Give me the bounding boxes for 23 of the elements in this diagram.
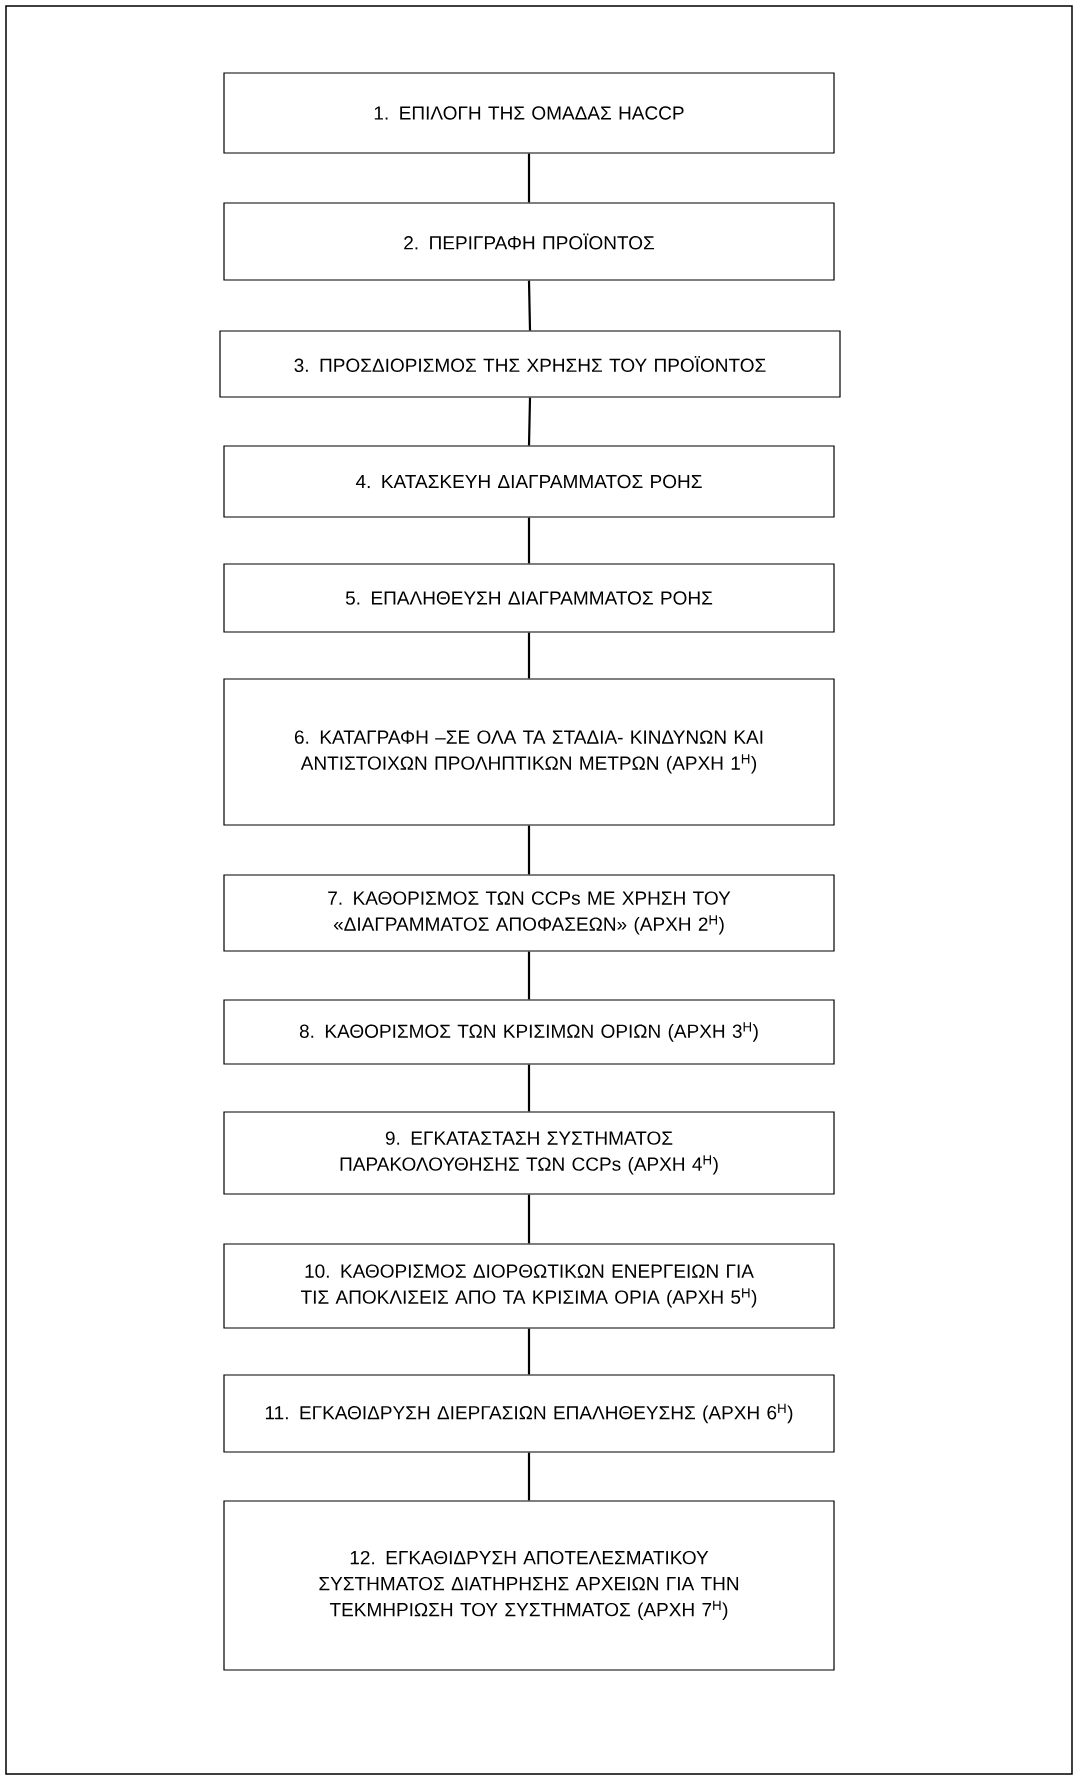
process-box: 5. ΕΠΑΛΗΘΕΥΣΗ ΔΙΑΓΡΑΜΜΑΤΟΣ ΡΟΗΣ [223,563,835,633]
connector-line [527,1064,531,1112]
connector-line [527,825,531,875]
process-box: 7. ΚΑΘΟΡΙΣΜΟΣ ΤΩΝ CCPs ΜΕ ΧΡΗΣΗ ΤΟΥ «ΔΙΑΓΡΑΜΜΑΤΟΣ ΑΠΟΦΑΣΕΩΝ» (ΑΡΧΗ 2$^{Η}$) [223,874,835,952]
connector-line [527,1194,531,1244]
connector-line [527,1452,531,1501]
process-box: 9. ΕΓΚΑΤΑΣΤΑΣΗ ΣΥΣΤΗΜΑΤΟΣ ΠΑΡΑΚΟΛΟΥΘΗΣΗΣ ΤΩΝ CCPs (ΑΡΧΗ 4$^{Η}$) [223,1111,835,1195]
process-box: 4. ΚΑΤΑΣΚΕΥΗ ΔΙΑΓΡΑΜΜΑΤΟΣ ΡΟΗΣ [223,445,835,518]
process-box: 2. ΠΕΡΙΓΡΑΦΗ ΠΡΟΪΟΝΤΟΣ [223,202,835,281]
process-box: 10. ΚΑΘΟΡΙΣΜΟΣ ΔΙΟΡΘΩΤΙΚΩΝ ΕΝΕΡΓΕΙΩΝ ΓΙΑ ΤΙΣ ΑΠΟΚΛΙΣΕΙΣ ΑΠΟ ΤΑ ΚΡΙΣΙΜΑ ΟΡΙΑ (ΑΡΧΗ 5$^{Η}$) [223,1243,835,1329]
process-box: 8. ΚΑΘΟΡΙΣΜΟΣ ΤΩΝ ΚΡΙΣΙΜΩΝ ΟΡΙΩΝ (ΑΡΧΗ 3$^{Η}$) [223,999,835,1065]
connector-line [527,1328,531,1375]
process-box: 11. ΕΓΚΑΘΙΔΡΥΣΗ ΔΙΕΡΓΑΣΙΩΝ ΕΠΑΛΗΘΕΥΣΗΣ (ΑΡΧΗ 6$^{Η}$) [223,1374,835,1453]
connector-line [527,632,531,679]
connector-line [527,153,531,203]
process-box: 12. ΕΓΚΑΘΙΔΡΥΣΗ ΑΠΟΤΕΛΕΣΜΑΤΙΚΟΥ ΣΥΣΤΗΜΑΤΟΣ ΔΙΑΤΗΡΗΣΗΣ ΑΡΧΕΙΩΝ ΓΙΑ ΤΗΝ ΤΕΚΜΗΡΙΩΣΗ ΤΟΥ ΣΥΣΤΗΜΑΤΟΣ (ΑΡΧΗ 7$^{Η}$) [223,1500,835,1671]
connector-line [527,280,532,331]
connector-line [527,951,531,1000]
process-box: 1. ΕΠΙΛΟΓΗ ΤΗΣ ΟΜΑΔΑΣ HACCP [223,72,835,154]
connector-line [527,397,532,446]
connector-line [527,517,531,564]
process-box: 3. ΠΡΟΣΔΙΟΡΙΣΜΟΣ ΤΗΣ ΧΡΗΣΗΣ ΤΟΥ ΠΡΟΪΟΝΤΟΣ [219,330,841,398]
process-box: 6. ΚΑΤΑΓΡΑΦΗ –ΣΕ ΟΛΑ ΤΑ ΣΤΑΔΙΑ- ΚΙΝΔΥΝΩΝ ΚΑΙ ΑΝΤΙΣΤΟΙΧΩΝ ΠΡΟΛΗΠΤΙΚΩΝ ΜΕΤΡΩΝ (ΑΡΧΗ 1$^{Η}$) [223,678,835,826]
